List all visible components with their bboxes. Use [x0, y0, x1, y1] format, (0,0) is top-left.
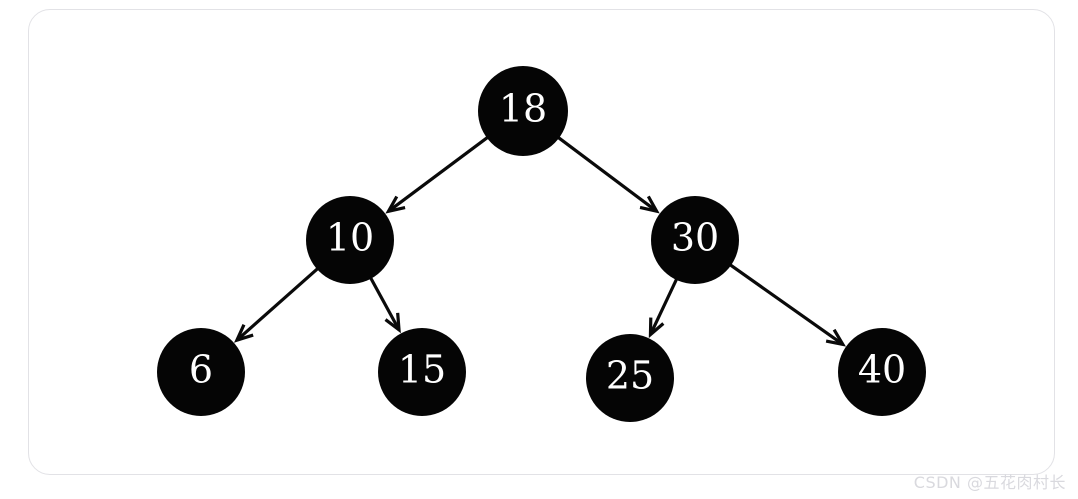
diagram-card	[28, 9, 1055, 475]
watermark-text: CSDN @五花肉村长	[913, 473, 1066, 492]
